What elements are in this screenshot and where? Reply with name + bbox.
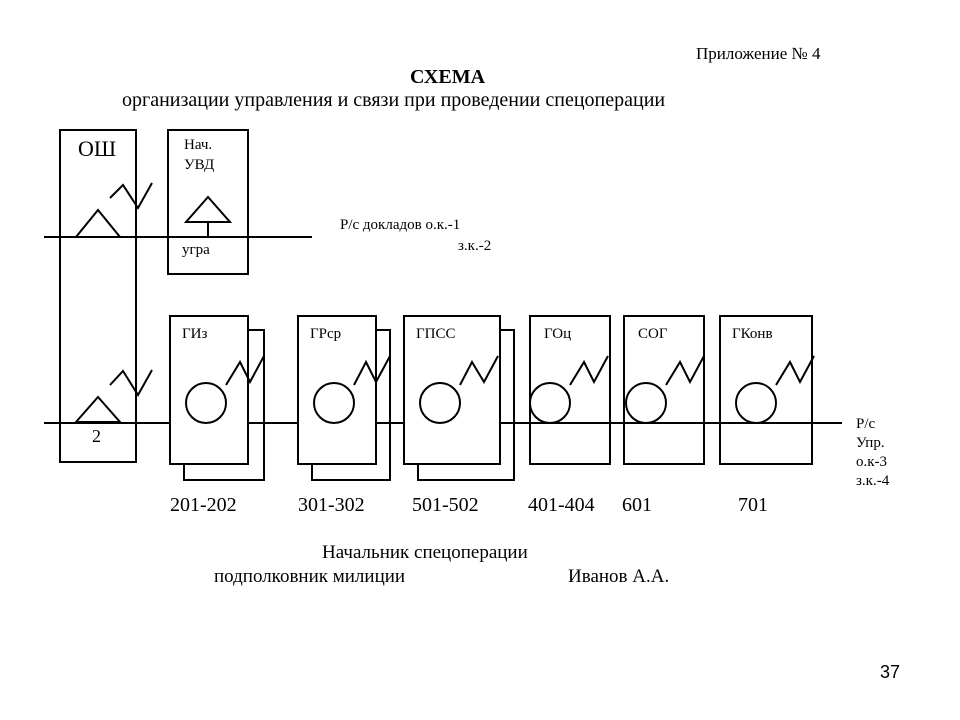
page-number: 37: [880, 662, 901, 682]
group-label-gkonv: ГКонв: [732, 326, 773, 342]
callsign-gots: 401-404: [528, 494, 595, 516]
callsign-grsr: 301-302: [298, 494, 365, 516]
group-label-giz: ГИз: [182, 326, 208, 342]
report-net-label-line1: Р/с докладов о.к.-1: [340, 217, 461, 233]
callsign-gpss: 501-502: [412, 494, 479, 516]
group-box-grsr: [297, 315, 391, 481]
hq-label: ОШ: [78, 136, 117, 161]
group-box-gkonv: [719, 315, 815, 465]
diagram-subtitle: организации управления и связи при прове…: [122, 89, 666, 111]
control-net-line2: Упр.: [856, 435, 885, 451]
diagram-title: СХЕМА: [410, 66, 486, 88]
report-net-label-line2: з.к.-2: [458, 238, 492, 254]
control-net-label: Р/с Упр. о.к-3 з.к.-4: [856, 415, 889, 491]
group-label-grsr: ГРср: [310, 326, 342, 342]
chief-antenna: [183, 195, 233, 237]
control-net-line1: Р/с: [856, 416, 876, 432]
group-label-gpss: ГПСС: [416, 326, 456, 342]
control-net-line4: з.к.-4: [856, 473, 890, 489]
hq-box: [59, 129, 137, 463]
group-box-gots: [529, 315, 611, 465]
callsign-gkonv: 701: [738, 494, 768, 516]
signature-name: Иванов А.А.: [568, 566, 670, 587]
chief-label-bottom: угра: [182, 242, 210, 258]
callsign-sog: 601: [622, 494, 652, 516]
chief-label-line1: Нач.: [184, 137, 213, 153]
group-box-gpss: [403, 315, 515, 481]
chief-box: [167, 129, 249, 275]
hq-bottom-antenna: [73, 369, 153, 423]
group-box-giz: [169, 315, 265, 481]
group-label-sog: СОГ: [638, 326, 668, 342]
callsign-giz: 201-202: [170, 494, 237, 516]
hq-number: 2: [92, 426, 101, 446]
chief-label-line2: УВД: [184, 157, 215, 173]
signature-line1: Начальник спецоперации: [322, 542, 528, 563]
hq-top-antenna: [73, 182, 153, 238]
appendix-label: Приложение № 4: [696, 44, 821, 63]
signature-role: подполковник милиции: [214, 566, 406, 587]
group-box-sog: [623, 315, 705, 465]
control-net-line3: о.к-3: [856, 454, 888, 470]
group-label-gots: ГОц: [544, 326, 572, 342]
